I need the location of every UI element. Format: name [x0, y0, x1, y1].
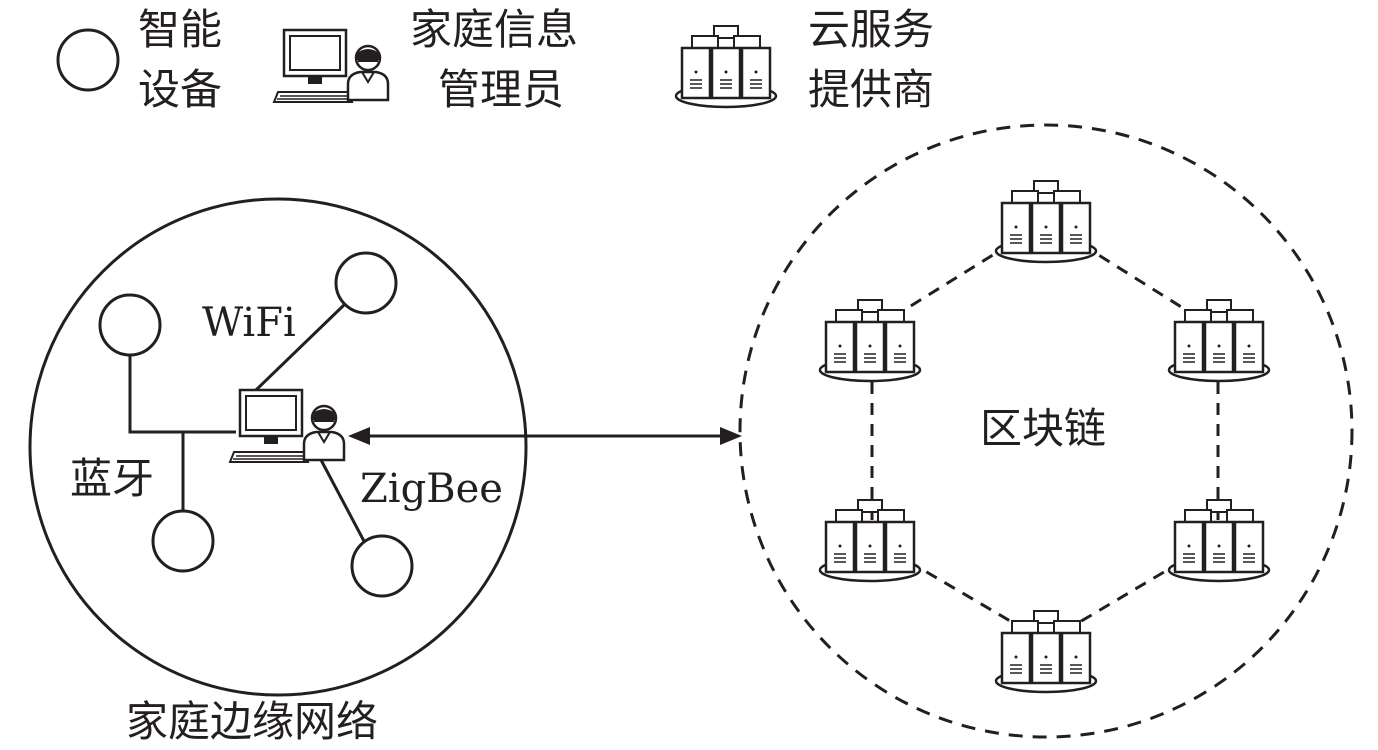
legend-smart-device-line1: 智能 [138, 5, 222, 54]
legend: 智能 设备 家庭信息 管理员 云服务 提供商 [56, 5, 934, 114]
server-node [994, 179, 1098, 264]
blockchain-label: 区块链 [980, 404, 1106, 453]
home-network-boundary [28, 197, 528, 697]
zigbee-link [318, 457, 367, 544]
blockchain-network: 区块链 [738, 123, 1354, 739]
server-node [1167, 498, 1271, 583]
wifi-link [254, 303, 346, 392]
home-network-caption: 家庭边缘网络 [126, 697, 378, 746]
bluetooth-link [128, 352, 236, 434]
arrow-head-left [348, 427, 370, 445]
server-node [818, 298, 922, 383]
server-node [994, 609, 1098, 694]
smart-device-node [334, 251, 398, 315]
legend-smart-device-line2: 设备 [138, 65, 222, 114]
home-edge-network: WiFi 蓝牙 ZigBee 家庭边缘网络 [28, 197, 528, 746]
legend-cloud-provider-line1: 云服务 [808, 5, 934, 54]
smart-device-node [151, 509, 215, 573]
arrow-head-right [720, 427, 742, 445]
legend-home-admin-line2: 管理员 [438, 65, 564, 114]
smart-device-node [98, 293, 162, 357]
home-admin-icon [228, 388, 346, 464]
blockchain-boundary [738, 123, 1354, 739]
zigbee-label: ZigBee [360, 466, 503, 512]
legend-home-admin-line1: 家庭信息 [410, 5, 578, 54]
server-cluster-icon [674, 24, 778, 109]
bluetooth-label: 蓝牙 [70, 454, 154, 503]
circle-icon [56, 28, 120, 92]
smart-device-node [350, 534, 414, 598]
server-node [818, 498, 922, 583]
server-node [1167, 298, 1271, 383]
wifi-label: WiFi [202, 300, 296, 346]
connection-arrow [348, 427, 742, 445]
admin-computer-icon [272, 28, 390, 104]
legend-cloud-provider-line2: 提供商 [808, 65, 934, 114]
